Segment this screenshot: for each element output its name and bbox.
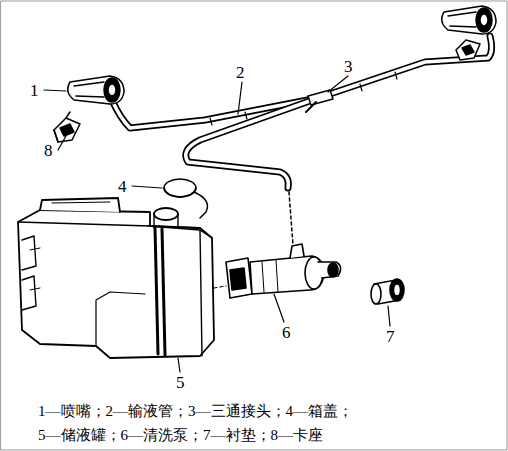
leader-line [58,136,66,150]
nozzle [68,76,124,104]
callout-number: 1 [30,82,39,99]
nozzle [442,6,496,34]
grommet [371,279,404,304]
clip [456,40,480,60]
callout-number: 2 [236,64,245,81]
callout-number: 3 [344,58,353,75]
callout-number: 8 [44,142,53,159]
leader-line [388,306,390,326]
leader-line [328,76,348,92]
reservoir [18,198,226,358]
hose [112,36,492,245]
clip [54,112,80,142]
leader-line [44,90,66,91]
washer-pump [226,244,341,298]
leader-line [178,358,180,372]
caption-line: 5—储液罐；6—清洗泵；7—衬垫；8—卡座 [38,428,323,443]
tee-connector [306,90,333,112]
callout-number: 5 [176,374,185,391]
leader-line [132,186,162,188]
callout-number: 6 [282,324,291,341]
callout-number: 4 [118,178,127,195]
caption-line: 1—喷嘴；2—输液管；3—三通接头；4—箱盖； [38,404,353,419]
leader-line [274,294,284,322]
leader-line [238,82,242,114]
callout-number: 7 [386,328,395,345]
leader-lines [44,76,390,372]
